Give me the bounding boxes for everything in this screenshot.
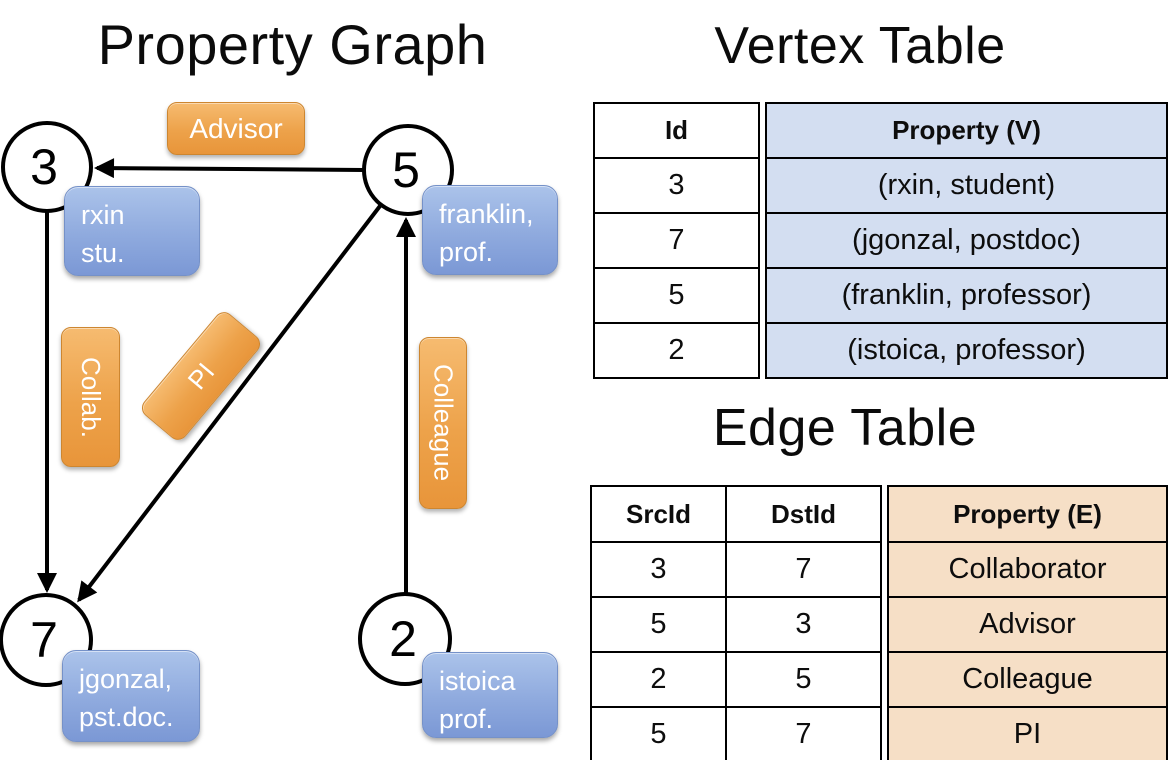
edge-table-row: Colleague bbox=[889, 651, 1166, 706]
node-3-property-card: rxin stu. bbox=[64, 186, 200, 276]
property-graph-title: Property Graph bbox=[97, 13, 488, 76]
vertex-id-cell: 3 bbox=[668, 169, 685, 201]
vertex-property-cell: (istoica, professor) bbox=[847, 334, 1086, 366]
vertex-table-row: (franklin, professor) bbox=[767, 267, 1166, 322]
edge-srcid-cell: 2 bbox=[592, 653, 727, 706]
node-5-id: 5 bbox=[392, 142, 420, 198]
edge-table: SrcId DstId 3 7 5 3 2 5 5 7 Property (E) bbox=[590, 485, 1168, 760]
vertex-property-cell: (rxin, student) bbox=[877, 169, 1056, 201]
vertex-table-row: (istoica, professor) bbox=[767, 322, 1166, 377]
edge-label-colleague: Colleague bbox=[419, 337, 467, 509]
edge-label-collab-text: Collab. bbox=[76, 356, 106, 438]
edge-table-row: 5 7 bbox=[592, 706, 880, 760]
vertex-table-id-column: Id 3 7 5 2 bbox=[593, 102, 760, 379]
edge-label-collab: Collab. bbox=[61, 327, 120, 467]
edge-property-cell: Collaborator bbox=[948, 553, 1107, 585]
edge-table-title: Edge Table bbox=[712, 399, 978, 457]
vertex-table-row: 2 bbox=[595, 322, 758, 377]
vertex-table-header-id: Id bbox=[664, 115, 689, 145]
edge-property-cell: Advisor bbox=[979, 608, 1076, 640]
edge-table-row: Collaborator bbox=[889, 541, 1166, 596]
node-7-id: 7 bbox=[30, 612, 58, 668]
vertex-property-cell: (franklin, professor) bbox=[841, 279, 1092, 311]
vertex-table-row: 7 bbox=[595, 212, 758, 267]
vertex-table-row: (jgonzal, postdoc) bbox=[767, 212, 1166, 267]
edge-table-property-column: Property (E) Collaborator Advisor Collea… bbox=[887, 485, 1168, 760]
edge-advisor-5-to-3 bbox=[94, 158, 365, 179]
edge-table-header-dstid: DstId bbox=[771, 498, 836, 529]
edge-table-header-srcid: SrcId bbox=[592, 487, 727, 541]
edge-srcid-cell: 5 bbox=[592, 708, 727, 760]
edge-dstid-cell: 7 bbox=[795, 718, 812, 750]
edge-property-cell: Colleague bbox=[962, 663, 1093, 695]
vertex-id-cell: 7 bbox=[668, 224, 685, 256]
edge-table-row: Advisor bbox=[889, 596, 1166, 651]
edge-property-cell: PI bbox=[1013, 718, 1042, 750]
edge-srcid-cell: 3 bbox=[592, 543, 727, 596]
edge-srcid-cell: 5 bbox=[592, 598, 727, 651]
node-2-id: 2 bbox=[389, 611, 417, 667]
vertex-table: Id 3 7 5 2 Property (V) (rxin, student) … bbox=[593, 102, 1168, 379]
vertex-id-cell: 5 bbox=[668, 279, 685, 311]
edge-table-row: 3 7 bbox=[592, 541, 880, 596]
edge-label-colleague-text: Colleague bbox=[428, 364, 459, 482]
edge-dstid-cell: 7 bbox=[795, 553, 812, 585]
edge-table-row: 5 3 bbox=[592, 596, 880, 651]
vertex-table-header-property: Property (V) bbox=[892, 115, 1041, 145]
vertex-table-property-column: Property (V) (rxin, student) (jgonzal, p… bbox=[765, 102, 1168, 379]
node-2-property-card: istoica prof. bbox=[422, 652, 558, 738]
vertex-table-row: (rxin, student) bbox=[767, 157, 1166, 212]
edge-table-id-columns: SrcId DstId 3 7 5 3 2 5 5 7 bbox=[590, 485, 882, 760]
node-7-property-card: jgonzal, pst.doc. bbox=[62, 650, 200, 742]
edge-dstid-cell: 3 bbox=[795, 608, 812, 640]
edge-label-advisor: Advisor bbox=[167, 102, 305, 155]
node-5-property-card: franklin, prof. bbox=[422, 185, 558, 275]
vertex-table-row: 3 bbox=[595, 157, 758, 212]
edge-label-pi-text: PI bbox=[181, 356, 221, 395]
vertex-id-cell: 2 bbox=[668, 334, 685, 366]
edge-pi-5-to-7 bbox=[77, 204, 382, 603]
edge-table-header-property: Property (E) bbox=[953, 498, 1102, 529]
vertex-table-title: Vertex Table bbox=[714, 17, 1006, 75]
edge-label-advisor-text: Advisor bbox=[189, 112, 283, 144]
edge-table-row: 2 5 bbox=[592, 651, 880, 706]
vertex-property-cell: (jgonzal, postdoc) bbox=[852, 224, 1081, 256]
edge-dstid-cell: 5 bbox=[795, 663, 812, 695]
vertex-table-row: 5 bbox=[595, 267, 758, 322]
edge-table-row: PI bbox=[889, 706, 1166, 760]
node-3-id: 3 bbox=[30, 139, 58, 195]
